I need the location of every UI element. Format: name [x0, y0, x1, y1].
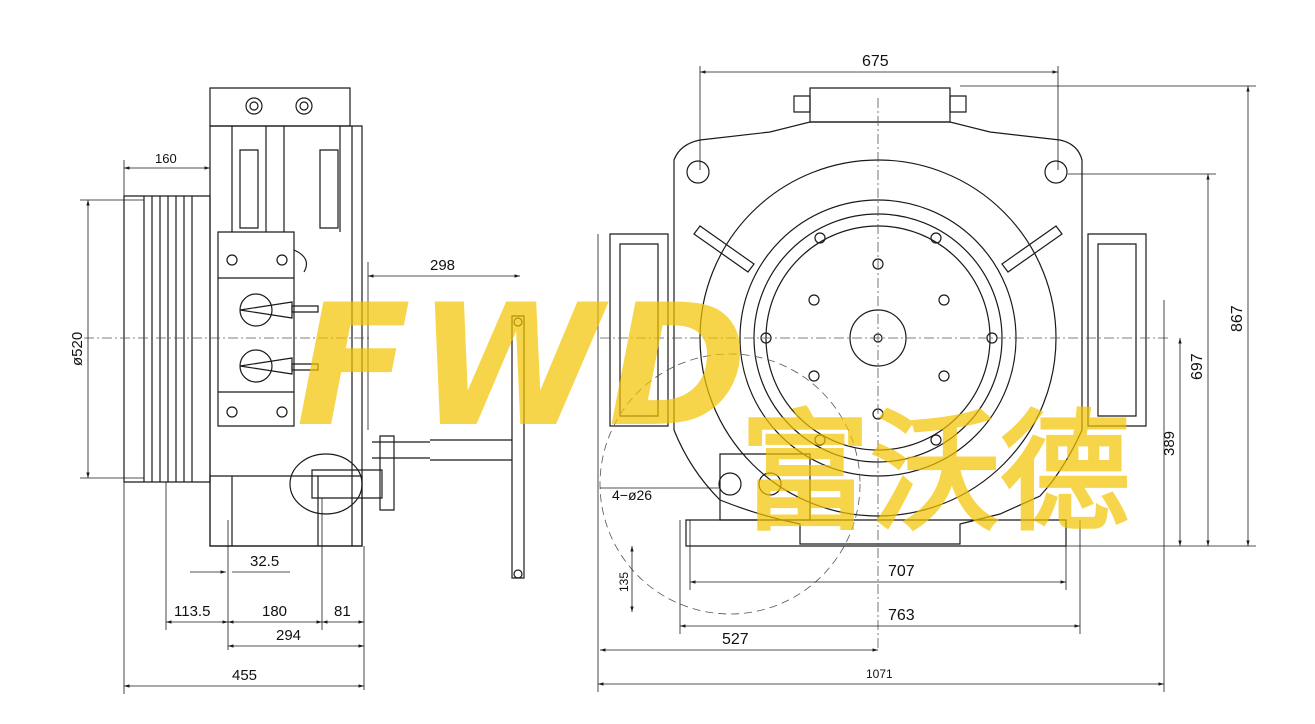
traction-sheave	[124, 196, 210, 482]
dim-455: 455	[232, 667, 257, 684]
cable-gland-right	[296, 98, 312, 114]
dim-527: 527	[722, 631, 749, 648]
side-view	[124, 88, 524, 578]
base-plate	[210, 476, 362, 546]
dim-298: 298	[430, 257, 455, 274]
dim-389: 389	[1161, 431, 1178, 456]
brake-right	[1088, 234, 1146, 426]
dim-135: 135	[617, 572, 631, 592]
dim-867: 867	[1229, 305, 1246, 332]
dim-81: 81	[334, 603, 351, 620]
brake-assembly	[218, 232, 294, 426]
dim-160: 160	[155, 151, 177, 166]
dim-675: 675	[862, 53, 889, 70]
front-terminal-box	[810, 88, 950, 122]
dim-294: 294	[276, 627, 301, 644]
front-view-dimensions	[598, 66, 1256, 692]
dim-707: 707	[888, 563, 915, 580]
dim-697: 697	[1189, 353, 1206, 380]
dim-520: ø520	[69, 332, 86, 366]
brake-left	[610, 234, 668, 426]
front-housing-outline	[674, 122, 1082, 544]
terminal-box	[210, 88, 350, 126]
side-view-labels: 160 ø520 298 32.5 113.5 180 81 294 455	[69, 151, 455, 684]
mount-hole-right	[1045, 161, 1067, 183]
dim-holes: 4−ø26	[612, 487, 652, 503]
mount-hole-left	[687, 161, 709, 183]
watermark-latin: FWD	[296, 268, 754, 464]
brand-watermark: FWD 富沃德	[296, 268, 1130, 549]
release-hub	[312, 470, 382, 498]
dim-763: 763	[888, 607, 915, 624]
dim-32-5: 32.5	[250, 553, 279, 570]
cable-gland-left	[246, 98, 262, 114]
dim-180: 180	[262, 603, 287, 620]
front-view-centerlines	[600, 98, 1168, 650]
dim-1071: 1071	[866, 667, 893, 681]
front-view-labels: 675 867 697 389 4−ø26 135 707 763 527 10…	[612, 53, 1246, 681]
dim-113-5: 113.5	[174, 603, 210, 620]
watermark-chinese: 富沃德	[740, 397, 1130, 549]
side-view-dimensions	[80, 160, 520, 694]
